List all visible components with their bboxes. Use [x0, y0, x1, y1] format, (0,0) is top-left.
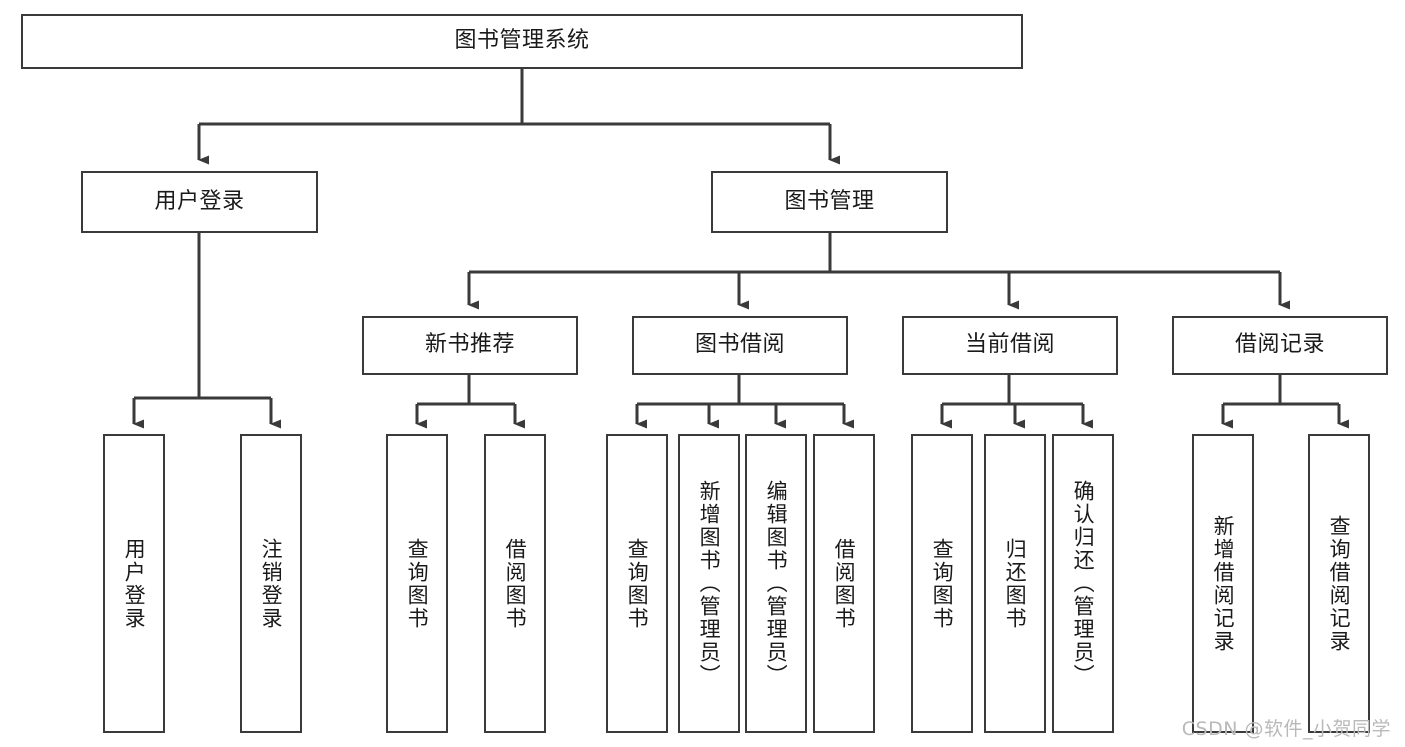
- node-leaf-query-book-3[interactable]: 查询图书: [911, 434, 973, 733]
- node-label: 借阅记录: [1234, 332, 1325, 358]
- node-label: 借阅图书: [832, 537, 857, 630]
- node-label: 新增借阅记录: [1211, 514, 1236, 653]
- node-book-manage[interactable]: 图书管理: [711, 171, 948, 233]
- node-leaf-add-book[interactable]: 新增图书（管理员）: [678, 434, 740, 733]
- node-leaf-borrow-book-2[interactable]: 借阅图书: [813, 434, 875, 733]
- node-label: 新书推荐: [424, 332, 515, 358]
- node-label: 归还图书: [1003, 537, 1028, 630]
- node-label: 查询图书: [405, 537, 430, 630]
- node-leaf-query-record[interactable]: 查询借阅记录: [1308, 434, 1370, 733]
- node-label: 当前借阅: [964, 332, 1055, 358]
- node-leaf-user-login[interactable]: 用户登录: [103, 434, 165, 733]
- node-leaf-edit-book[interactable]: 编辑图书（管理员）: [745, 434, 807, 733]
- node-label: 查询图书: [625, 537, 650, 630]
- node-label: 借阅图书: [503, 537, 528, 630]
- node-root[interactable]: 图书管理系统: [21, 14, 1023, 69]
- node-label: 用户登录: [154, 188, 245, 214]
- node-leaf-confirm-return[interactable]: 确认归还（管理员）: [1052, 434, 1114, 733]
- node-leaf-query-book-1[interactable]: 查询图书: [386, 434, 448, 733]
- node-user-login[interactable]: 用户登录: [81, 171, 318, 233]
- node-label: 查询图书: [930, 537, 955, 630]
- node-label: 用户登录: [122, 537, 147, 630]
- node-new-book-recommend[interactable]: 新书推荐: [362, 316, 578, 375]
- node-leaf-return-book[interactable]: 归还图书: [984, 434, 1046, 733]
- node-book-borrow[interactable]: 图书借阅: [632, 316, 848, 375]
- node-label: 确认归还（管理员）: [1071, 480, 1096, 687]
- node-borrow-record[interactable]: 借阅记录: [1172, 316, 1388, 375]
- csdn-watermark: CSDN @软件_小贺同学: [1181, 718, 1391, 740]
- node-leaf-logout[interactable]: 注销登录: [240, 434, 302, 733]
- node-label: 查询借阅记录: [1327, 514, 1352, 653]
- node-label: 图书管理: [784, 188, 875, 214]
- node-current-borrow[interactable]: 当前借阅: [902, 316, 1118, 375]
- node-label: 图书管理系统: [454, 28, 590, 54]
- node-label: 新增图书（管理员）: [697, 480, 722, 687]
- node-leaf-query-book-2[interactable]: 查询图书: [606, 434, 668, 733]
- node-leaf-borrow-book-1[interactable]: 借阅图书: [484, 434, 546, 733]
- node-label: 图书借阅: [694, 332, 785, 358]
- node-leaf-add-record[interactable]: 新增借阅记录: [1192, 434, 1254, 733]
- node-label: 编辑图书（管理员）: [764, 480, 789, 687]
- node-label: 注销登录: [259, 537, 284, 630]
